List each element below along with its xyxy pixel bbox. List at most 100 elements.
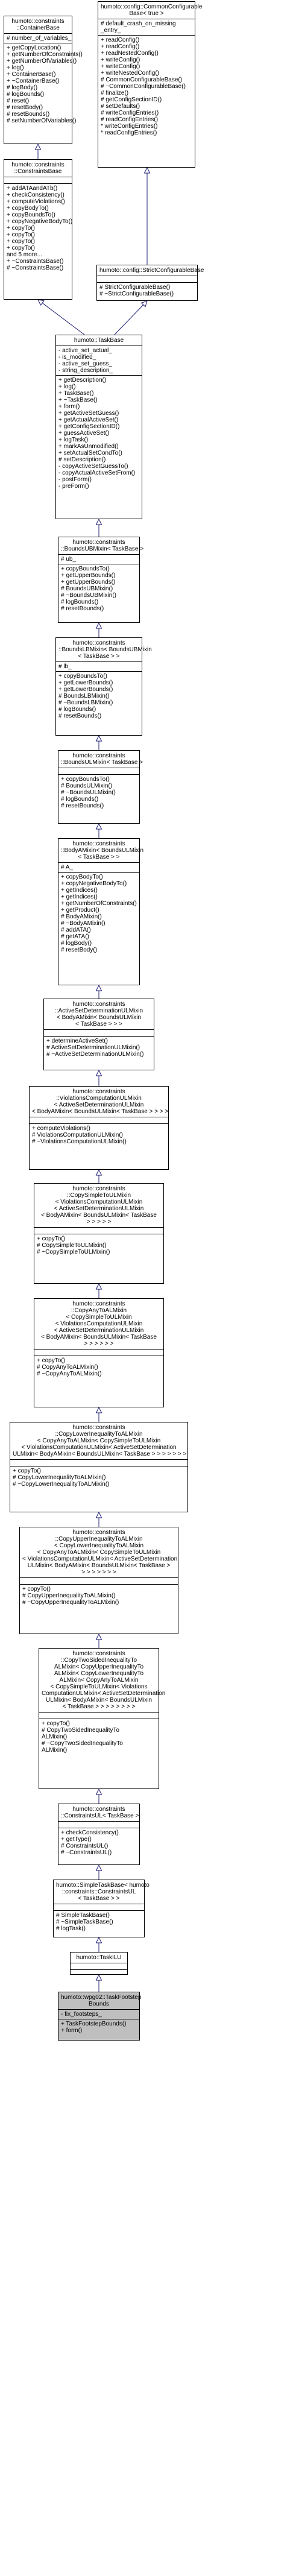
class-name-line: < TaskBase > > > > > > > > bbox=[62, 1703, 136, 1710]
class-box-simple-task-base[interactable]: humoto::SimpleTaskBase< humoto::constrai… bbox=[53, 1880, 150, 1937]
method: + setActualSetCondTo() bbox=[58, 450, 122, 456]
class-name-line: < BodyAMixin< BoundsULMixin bbox=[56, 1014, 142, 1021]
attributes-section: - active_set_actual_- is_modified_- acti… bbox=[56, 346, 142, 375]
class-name-line: < BodyAMixin< BoundsULMixin< TaskBase bbox=[41, 1334, 157, 1340]
class-name-line: ALMixin< CopyLowerInequalityTo bbox=[54, 1670, 144, 1677]
method: + form() bbox=[58, 403, 80, 410]
class-name-line: ::CopyAnyToALMixin bbox=[71, 1307, 127, 1314]
class-box-constraints-base[interactable]: humoto::constraints::ConstraintsBase+ ad… bbox=[4, 159, 72, 300]
method: + copyBodyTo() bbox=[61, 874, 103, 880]
class-name-line: humoto::TaskILU bbox=[76, 1954, 122, 1961]
inheritance-arrow bbox=[95, 518, 102, 537]
method: # BoundsUBMixin() bbox=[61, 586, 113, 592]
method: # ~CopyTwoSidedInequalityTo bbox=[42, 1740, 123, 1747]
method: + copyTo() bbox=[7, 232, 35, 238]
class-box-copy-lower-ineq[interactable]: humoto::constraints::CopyLowerInequality… bbox=[10, 1422, 188, 1512]
method: + getLowerBounds() bbox=[58, 686, 113, 693]
class-box-constraints-ul[interactable]: humoto::constraints::ConstraintsUL< Task… bbox=[58, 1804, 140, 1865]
method: # resetBounds() bbox=[7, 111, 50, 118]
class-name: humoto::constraints::ConstraintsBase bbox=[4, 160, 72, 177]
class-box-container-base[interactable]: humoto::constraints::ContainerBase# numb… bbox=[4, 16, 83, 144]
class-name-line: humoto::constraints bbox=[72, 539, 125, 546]
attributes-section bbox=[34, 1349, 163, 1356]
method: + copyTo() bbox=[13, 1468, 41, 1474]
class-name-line: ::CopyUpperInequalityToALMixin bbox=[55, 1536, 143, 1542]
class-name-line: humoto::constraints bbox=[72, 640, 125, 646]
class-box-task-base[interactable]: humoto::TaskBase- active_set_actual_- is… bbox=[55, 335, 142, 519]
class-box-bounds-ub[interactable]: humoto::constraints::BoundsUBMixin< Task… bbox=[58, 537, 143, 623]
inheritance-arrow bbox=[34, 143, 42, 159]
class-box-bounds-lb[interactable]: humoto::constraints::BoundsLBMixin< Boun… bbox=[55, 637, 152, 736]
method: # ~CopyUpperInequalityToALMixin() bbox=[22, 1599, 119, 1606]
method: # SimpleTaskBase() bbox=[56, 1912, 110, 1919]
method: * writeConfigEntries() bbox=[101, 123, 158, 130]
method: + getDescription() bbox=[58, 377, 107, 384]
method: + copyTo() bbox=[37, 1236, 65, 1242]
class-name-line: humoto::constraints bbox=[72, 1529, 125, 1536]
class-name-line: humoto::constraints bbox=[72, 1185, 125, 1192]
method: # logBounds() bbox=[61, 599, 99, 605]
methods-section: + copyTo()# CopyUpperInequalityToALMixin… bbox=[20, 1584, 178, 1607]
method: # ~SimpleTaskBase() bbox=[56, 1919, 113, 1925]
class-box-copy-upper-ineq[interactable]: humoto::constraints::CopyUpperInequality… bbox=[19, 1527, 178, 1634]
method: + addATAandATb() bbox=[7, 185, 58, 192]
class-box-violations-ul[interactable]: humoto::constraints::ViolationsComputati… bbox=[29, 1086, 169, 1170]
class-name-line: < TaskBase > > bbox=[78, 854, 120, 860]
methods-section: + copyTo()# CopyLowerInequalityToALMixin… bbox=[10, 1466, 187, 1489]
class-box-strict-config[interactable]: humoto::config::StrictConfigurableBase# … bbox=[96, 265, 204, 301]
class-name: humoto::constraints::ContainerBase bbox=[4, 16, 72, 33]
attributes-section bbox=[44, 1029, 154, 1036]
class-name-line: ::CopyLowerInequalityToALMixin bbox=[55, 1431, 143, 1438]
class-box-active-set-ul[interactable]: humoto::constraints::ActiveSetDeterminat… bbox=[43, 999, 154, 1070]
class-name-line: < TaskBase > > > bbox=[75, 1021, 122, 1028]
method: - postForm() bbox=[58, 476, 92, 483]
method: # BoundsULMixin() bbox=[61, 783, 113, 789]
method: + copyBoundsTo() bbox=[7, 212, 55, 218]
class-name-line: ComputationULMixin< ActiveSetDeterminati… bbox=[42, 1690, 166, 1697]
method: + readConfig() bbox=[101, 37, 140, 43]
method: # setDescription() bbox=[58, 456, 106, 463]
class-box-copy-any-to-ul[interactable]: humoto::constraints::CopyAnyToALMixin< C… bbox=[34, 1298, 164, 1407]
attributes-section bbox=[39, 1712, 159, 1719]
class-name: humoto::constraints::ActiveSetDeterminat… bbox=[44, 999, 154, 1029]
method: + getUpperBounds() bbox=[61, 572, 116, 579]
class-box-copy-simple-to-ul[interactable]: humoto::constraints::CopySimpleToULMixin… bbox=[34, 1183, 164, 1284]
class-box-task-ilu[interactable]: humoto::TaskILU bbox=[70, 1952, 128, 1975]
method: + copyTo() bbox=[7, 245, 35, 251]
attribute: # number_of_variables_ bbox=[7, 35, 72, 42]
method: # resetBody() bbox=[61, 947, 98, 953]
inheritance-arrow bbox=[95, 1283, 102, 1298]
class-name-line: ULMixin< BodyAMixin< BoundsULMixin bbox=[45, 1697, 153, 1703]
method: + checkConsistency() bbox=[7, 192, 65, 198]
method: ALMixin() bbox=[42, 1734, 68, 1740]
method: + copyTo() bbox=[7, 225, 35, 232]
method: # logBounds() bbox=[58, 706, 96, 713]
method: + getUpperBounds() bbox=[61, 579, 116, 586]
attributes-section bbox=[4, 177, 72, 183]
method: + getConfigSectionID() bbox=[58, 423, 120, 430]
method: # BoundsLBMixin() bbox=[58, 693, 110, 699]
inheritance-arrow bbox=[95, 1406, 102, 1422]
method: + computeViolations() bbox=[32, 1125, 90, 1132]
class-name-line: humoto::constraints bbox=[72, 753, 125, 759]
class-box-copy-two-sided[interactable]: humoto::constraints::CopyTwoSidedInequal… bbox=[39, 1648, 166, 1789]
class-name-line: < TaskBase > > bbox=[78, 653, 120, 660]
method: + ~ConstraintsBase() bbox=[7, 258, 64, 265]
class-box-body-a[interactable]: humoto::constraints::BodyAMixin< BoundsU… bbox=[58, 838, 143, 985]
attributes-section bbox=[58, 768, 139, 774]
method: * readConfigEntries() bbox=[101, 130, 157, 136]
inheritance-arrow bbox=[95, 1936, 102, 1952]
class-name-line: humoto::config::StrictConfigurableBase bbox=[99, 267, 204, 274]
attribute: _entry_ bbox=[101, 27, 121, 34]
class-box-bounds-ulb[interactable]: humoto::constraints::BoundsULMixin< Task… bbox=[58, 750, 143, 824]
class-name-line: < CopySimpleToULMixin< Violations bbox=[50, 1684, 148, 1690]
method: # ~BoundsLBMixin() bbox=[58, 699, 113, 706]
methods-section: + copyBodyTo()+ copyNegativeBodyTo()+ ge… bbox=[58, 872, 139, 955]
class-name: humoto::constraints::BodyAMixin< BoundsU… bbox=[58, 839, 143, 862]
class-name-line: < CopyAnyToALMixin< CopySimpleToULMixin bbox=[37, 1549, 161, 1556]
attribute: - fix_footsteps_ bbox=[61, 2011, 102, 2018]
attributes-section: # ub_ bbox=[58, 554, 139, 564]
